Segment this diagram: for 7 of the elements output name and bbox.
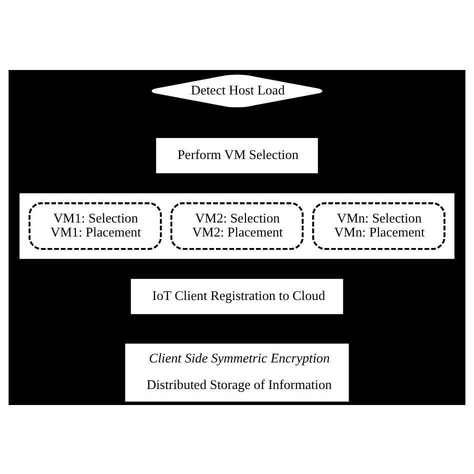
node-box: Client Side Symmetric Encryption Distributed Storage of Information xyxy=(125,343,349,402)
node-box: VM2: Selection VM2: Placement xyxy=(170,202,304,250)
node-box: Perform VM Selection xyxy=(156,138,318,173)
cluster xyxy=(20,192,454,258)
node-box: VMn: Selection VMn: Placement xyxy=(312,202,446,250)
node-box: IoT Client Registration to Cloud xyxy=(130,278,344,314)
node-box: VM1: Selection VM1: Placement xyxy=(28,202,162,250)
